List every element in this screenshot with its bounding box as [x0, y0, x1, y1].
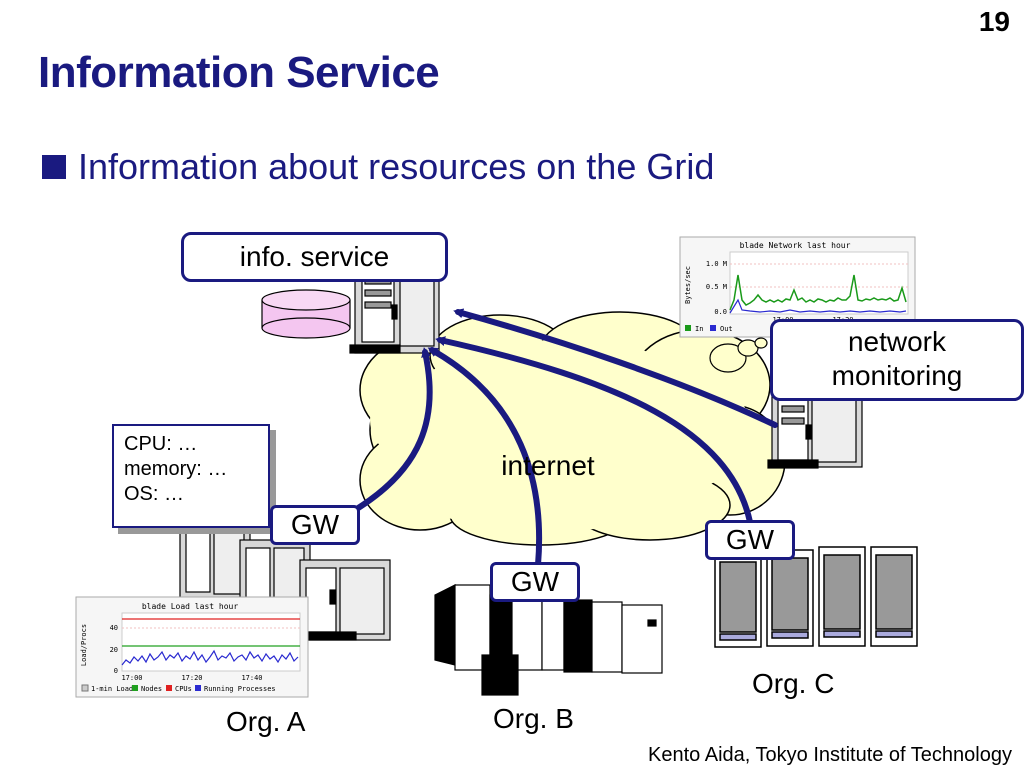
internet-label: internet [501, 450, 595, 481]
load-tick-y-2: 0 [114, 667, 118, 675]
load-tick-x-0: 17:00 [121, 674, 142, 682]
org-b-label: Org. B [493, 703, 574, 734]
database-icon [261, 289, 351, 339]
load-graph-title: blade Load last hour [142, 602, 239, 611]
load-graph-panel: blade Load last hour Load/Procs 40 20 0 … [75, 596, 309, 698]
bullet-item: Information about resources on the Grid [42, 146, 714, 188]
monitoring-server-icon [767, 394, 863, 469]
load-legend-0: 1-min Load [91, 685, 133, 693]
network-monitoring-label: network monitoring [770, 319, 1024, 401]
gateway-org-c: GW [705, 520, 795, 560]
network-monitoring-line-1: network [847, 326, 947, 357]
slide-title: Information Service [38, 48, 440, 97]
square-bullet-icon [42, 155, 66, 179]
network-tick-y-1: 0.5 M [706, 283, 727, 291]
network-legend-1: Out [720, 325, 733, 333]
org-a-label: Org. A [226, 706, 306, 737]
load-graph-ylabel: Load/Procs [80, 624, 88, 666]
slide-number: 19 [978, 6, 1010, 37]
load-tick-y-0: 40 [110, 624, 118, 632]
resource-memory: memory: … [124, 458, 228, 480]
network-tick-y-2: 0.0 [714, 308, 727, 316]
load-legend-1: Nodes [141, 685, 162, 693]
load-tick-y-1: 20 [110, 646, 118, 654]
arrow-gw-c [435, 336, 753, 525]
resource-os: OS: … [124, 483, 185, 505]
gateway-org-b: GW [490, 562, 580, 602]
load-tick-x-1: 17:20 [181, 674, 202, 682]
org-c-racks-icon [714, 546, 918, 648]
network-graph-title: blade Network last hour [740, 241, 851, 250]
arrow-gw-a [352, 347, 433, 513]
network-tick-y-0: 1.0 M [706, 260, 727, 268]
resource-info-box: CPU: … memory: … OS: … [112, 424, 270, 528]
network-graph-ylabel: Bytes/sec [684, 266, 692, 304]
org-b-supercomputer-icon [434, 584, 663, 696]
footer-credit: Kento Aida, Tokyo Institute of Technolog… [648, 744, 1012, 766]
resource-cpu: CPU: … [124, 433, 198, 455]
load-tick-x-2: 17:40 [241, 674, 262, 682]
bullet-text: Information about resources on the Grid [78, 146, 715, 187]
load-legend-2: CPUs [175, 685, 192, 693]
network-legend-0: In [695, 325, 703, 333]
gateway-org-a: GW [270, 505, 360, 545]
load-legend-3: Running Processes [204, 685, 276, 693]
org-c-label: Org. C [752, 668, 835, 699]
info-service-label: info. service [181, 232, 448, 282]
info-service-server-icon [349, 264, 440, 354]
arrow-gw-b [427, 347, 543, 568]
thought-bubbles [709, 337, 768, 373]
arrow-monitor [453, 308, 778, 428]
network-monitoring-line-2: monitoring [831, 359, 963, 391]
